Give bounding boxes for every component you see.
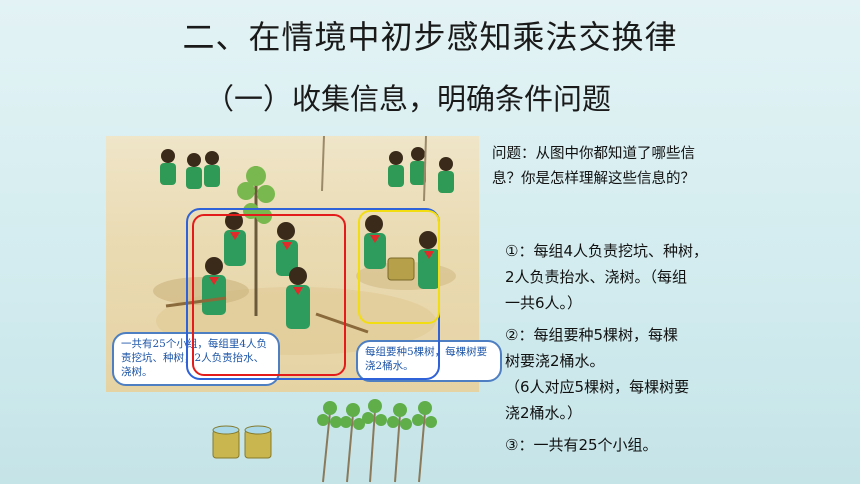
red-highlight-box bbox=[192, 214, 346, 376]
answer-2-line-3: （6人对应5棵树，每棵树要 bbox=[505, 378, 690, 396]
sapling-icon bbox=[322, 409, 426, 483]
answer-3: ③：一共有25个小组。 bbox=[505, 436, 658, 454]
answer-2-line-4: 浇2桶水。） bbox=[505, 404, 583, 422]
answer-1-line-2: 2人负责抬水、浇树。（每组 bbox=[505, 268, 688, 286]
tree-planting-illustration: 一共有25个小组，每组里4人负责挖坑、种树，2人负责抬水、浇树。 每组要种5棵树… bbox=[106, 135, 502, 392]
answer-2: ②：每组要种5棵树，每棵 树要浇2桶水。 （6人对应5棵树，每棵树要 浇2桶水。… bbox=[505, 322, 795, 426]
answer-1-line-3: 一共6人。） bbox=[505, 294, 583, 312]
answer-2-line-1: ②：每组要种5棵树，每棵 bbox=[505, 326, 678, 344]
slide-title: 二、在情境中初步感知乘法交换律 bbox=[182, 18, 678, 56]
question-text: 问题：从图中你都知道了哪些信息？你是怎样理解这些信息的？ bbox=[492, 146, 695, 187]
speech-bubble-trees: 每组要种5棵树，每棵树要浇2桶水。 bbox=[356, 340, 502, 382]
slide-subtitle: （一）收集信息，明确条件问题 bbox=[205, 82, 612, 116]
answer-1: ①：每组4人负责挖坑、种树， 2人负责抬水、浇树。（每组 一共6人。） bbox=[505, 238, 795, 316]
answer-1-line-1: ①：每组4人负责挖坑、种树， bbox=[505, 242, 708, 260]
bucket-icon bbox=[212, 425, 272, 459]
yellow-highlight-box bbox=[358, 210, 440, 324]
answer-2-line-2: 树要浇2桶水。 bbox=[505, 352, 605, 370]
buckets-and-saplings-illustration bbox=[212, 399, 437, 483]
